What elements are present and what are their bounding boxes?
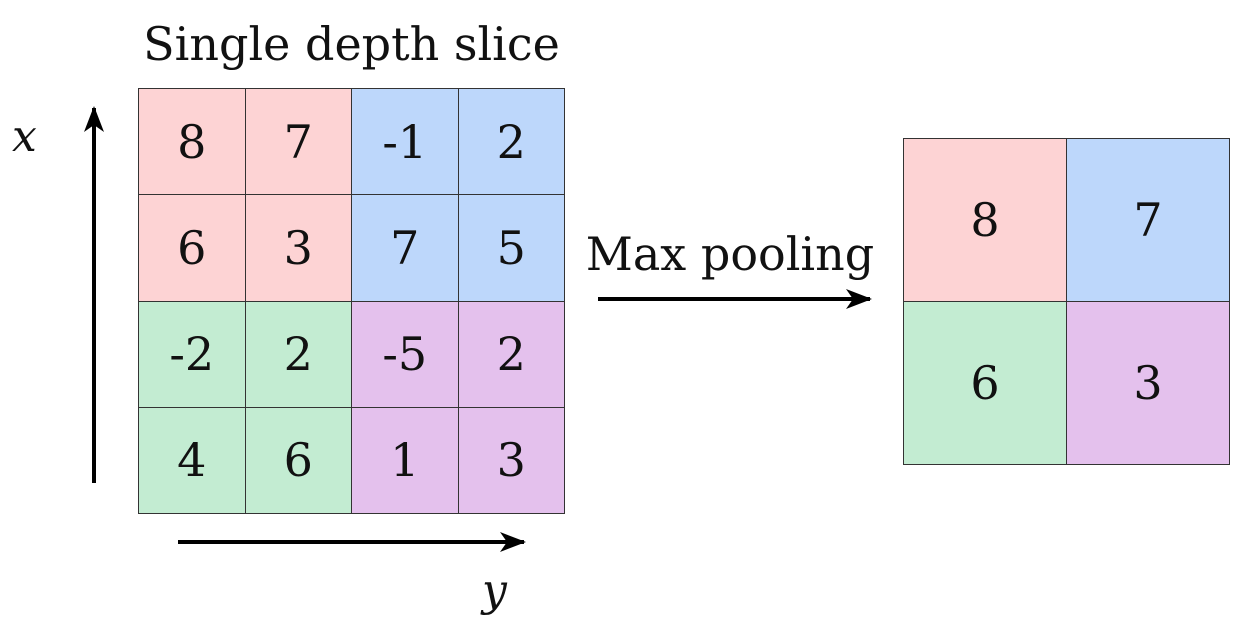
output-cell-1-1: 3 [1067, 302, 1230, 465]
input-cell-3-2: 1 [352, 407, 459, 514]
input-cell-0-0: 8 [139, 89, 246, 196]
input-cell-1-2: 7 [352, 195, 459, 302]
diagram-title: Single depth slice [143, 17, 560, 71]
input-cell-3-0: 4 [139, 407, 246, 514]
output-cell-1-0: 6 [904, 302, 1067, 465]
input-cell-2-2: -5 [352, 301, 459, 408]
input-cell-3-1: 6 [245, 407, 352, 514]
max-pooling-label: Max pooling [585, 227, 875, 281]
y-axis-label: y [482, 565, 507, 616]
x-axis-label: x [12, 111, 37, 162]
input-cell-0-2: -1 [352, 89, 459, 196]
input-cell-1-3: 5 [458, 195, 565, 302]
output-cell-0-1: 7 [1067, 139, 1230, 302]
input-cell-0-3: 2 [458, 89, 565, 196]
input-cell-3-3: 3 [458, 407, 565, 514]
output-cell-0-0: 8 [904, 139, 1067, 302]
input-cell-1-1: 3 [245, 195, 352, 302]
input-cell-2-1: 2 [245, 301, 352, 408]
input-cell-0-1: 7 [245, 89, 352, 196]
input-cell-2-0: -2 [139, 301, 246, 408]
input-cell-1-0: 6 [139, 195, 246, 302]
input-cell-2-3: 2 [458, 301, 565, 408]
